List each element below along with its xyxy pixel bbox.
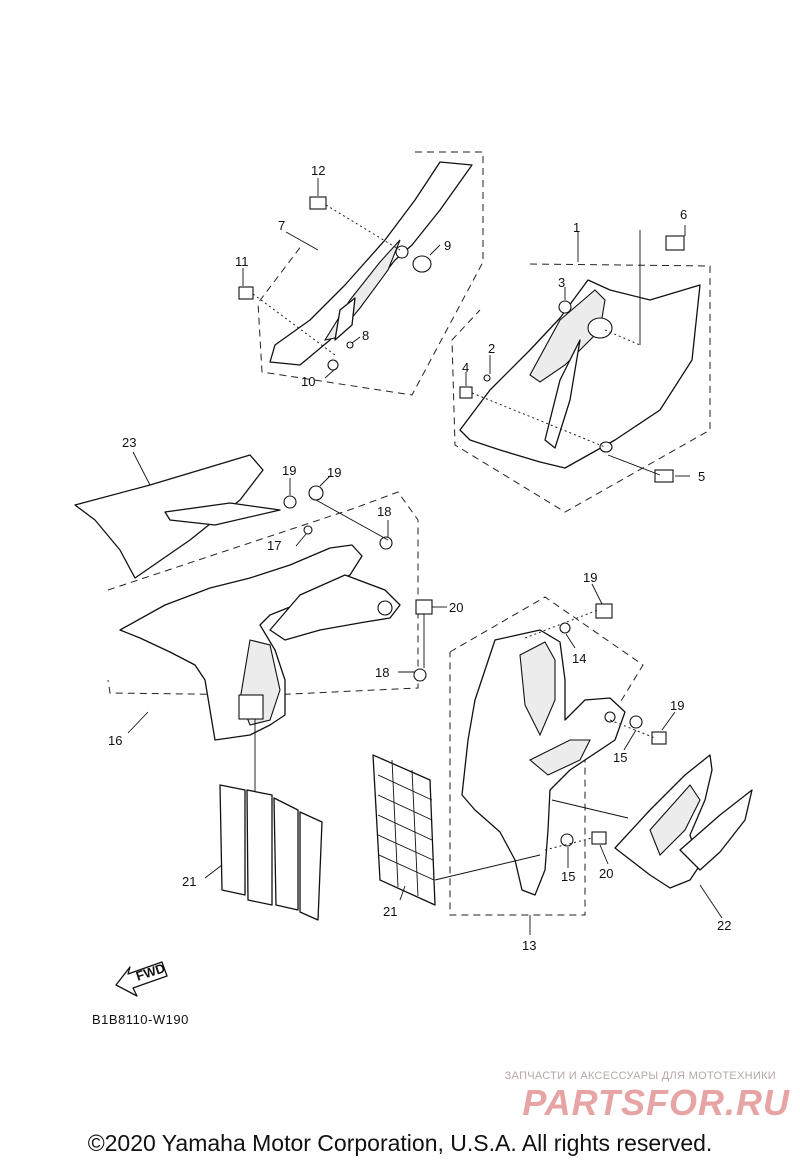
part-13-group — [449, 583, 676, 935]
callout-14: 14 — [572, 651, 586, 666]
watermark-caption: ЗАПЧАСТИ И АКСЕССУАРЫ ДЛЯ МОТОТЕХНИКИ — [504, 1070, 776, 1082]
callout-6: 6 — [680, 207, 687, 222]
callout-4: 4 — [462, 360, 469, 375]
callout-22: 22 — [717, 918, 731, 933]
callout-11: 11 — [235, 254, 249, 269]
callout-19-a: 19 — [282, 463, 296, 478]
callout-19-b: 19 — [327, 465, 341, 480]
part-7-group — [238, 151, 484, 396]
callout-17: 17 — [267, 538, 281, 553]
part-21-right — [372, 754, 541, 906]
part-22-decal — [614, 754, 753, 919]
copyright-notice: ©2020 Yamaha Motor Corporation, U.S.A. A… — [87, 1130, 713, 1156]
callout-21-right: 21 — [383, 904, 397, 919]
callout-10: 10 — [301, 374, 315, 389]
callout-3: 3 — [558, 275, 565, 290]
part-23-decal — [74, 451, 281, 579]
callout-23: 23 — [122, 435, 136, 450]
callout-1: 1 — [573, 220, 580, 235]
fwd-arrow: FWD — [115, 960, 168, 997]
callout-7: 7 — [278, 218, 285, 233]
callouts: 1 2 3 4 5 6 7 8 9 10 11 12 13 14 15 15 1… — [108, 163, 731, 953]
callout-2: 2 — [488, 341, 495, 356]
callout-18-lower: 18 — [375, 665, 389, 680]
callout-18-upper: 18 — [377, 504, 391, 519]
callout-12: 12 — [311, 163, 325, 178]
callout-21-left: 21 — [182, 874, 196, 889]
callout-19-c: 19 — [583, 570, 597, 585]
part-21-left — [204, 784, 323, 921]
part-1-group — [451, 225, 711, 513]
callout-8: 8 — [362, 328, 369, 343]
watermark-logo: PARTSFOR.RU — [522, 1082, 790, 1123]
callout-19-d: 19 — [670, 698, 684, 713]
callout-5: 5 — [698, 469, 705, 484]
callout-15-upper: 15 — [613, 750, 627, 765]
part-16-group — [107, 475, 447, 800]
callout-9: 9 — [444, 238, 451, 253]
callout-20-b: 20 — [599, 866, 613, 881]
callout-20-a: 20 — [449, 600, 463, 615]
callout-15-lower: 15 — [561, 869, 575, 884]
callout-13: 13 — [522, 938, 536, 953]
callout-16: 16 — [108, 733, 122, 748]
drawing-code: B1B8110-W190 — [92, 1012, 189, 1027]
